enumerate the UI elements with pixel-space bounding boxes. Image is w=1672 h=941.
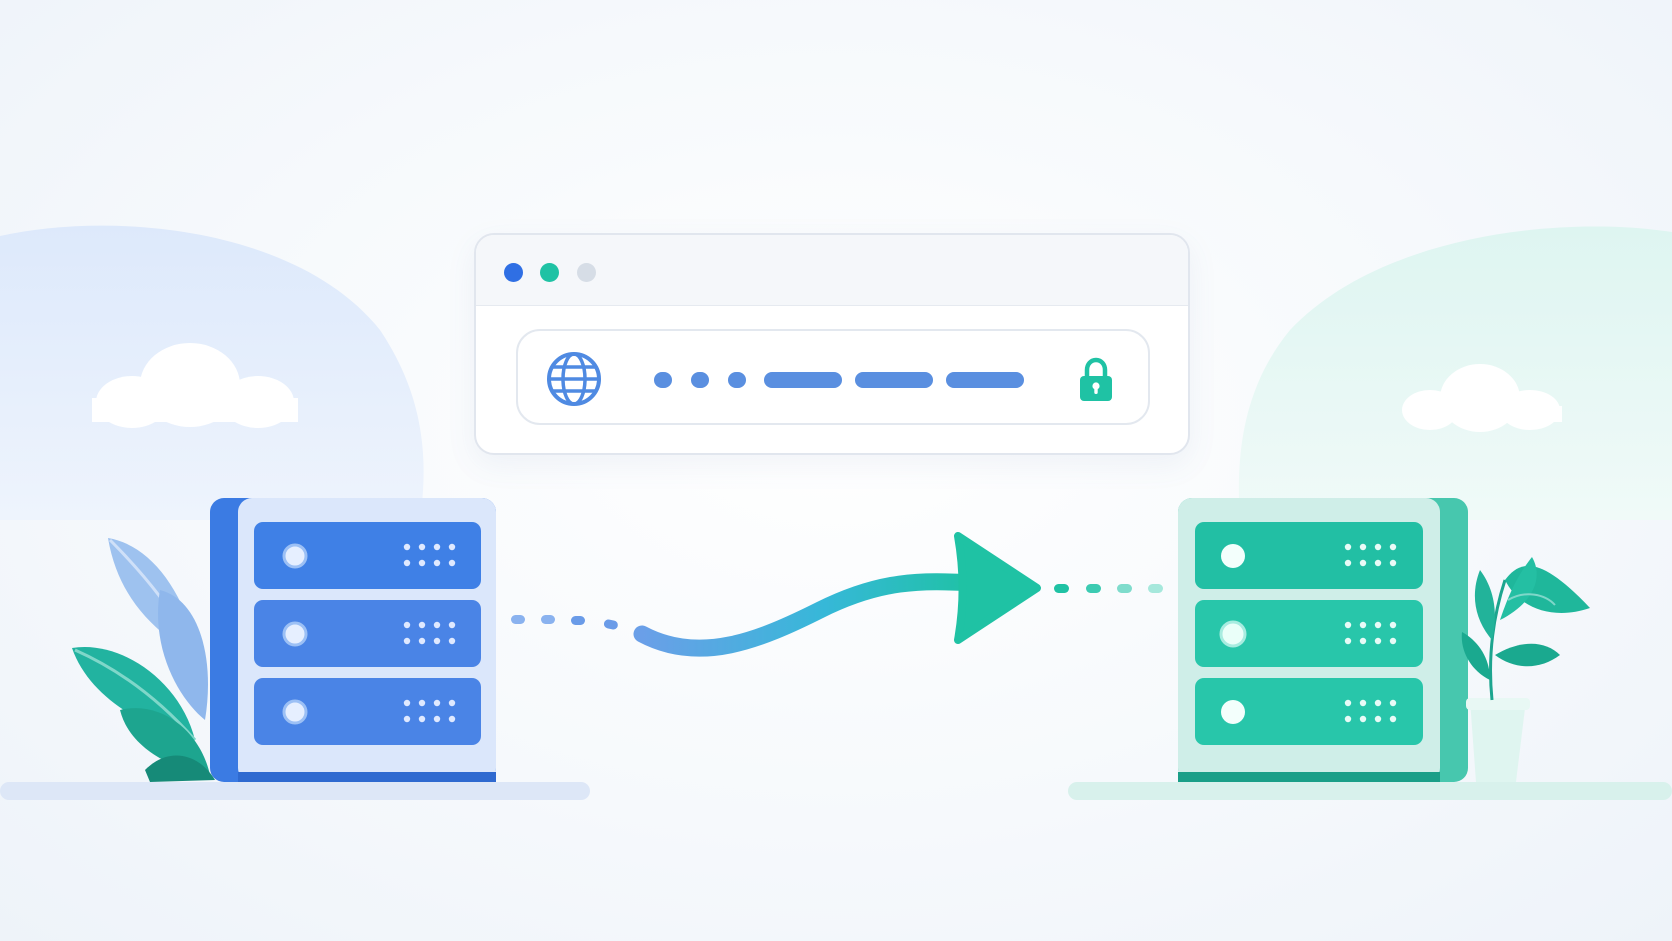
transfer-arrow (511, 532, 1163, 657)
window-dot-teal[interactable] (540, 263, 559, 282)
server-drive (1195, 678, 1423, 745)
window-dot-gray[interactable] (577, 263, 596, 282)
window-dot-blue[interactable] (504, 263, 523, 282)
cloud-icon (92, 343, 298, 428)
source-server (210, 498, 496, 782)
server-drive (254, 522, 481, 589)
cloud-icon (1402, 364, 1562, 432)
lock-icon (1080, 357, 1112, 401)
masked-url-segment (764, 372, 842, 388)
right-ground (1068, 782, 1672, 800)
globe-icon (547, 352, 601, 406)
left-ground (0, 782, 590, 800)
address-bar[interactable] (516, 329, 1150, 425)
server-drive (1195, 600, 1423, 667)
masked-url-dot (654, 372, 672, 388)
server-drive (254, 600, 481, 667)
masked-url-dot (728, 372, 746, 388)
browser-window (474, 233, 1190, 455)
server-drive (1195, 522, 1423, 589)
masked-url-dot (691, 372, 709, 388)
leaf-plant-left (72, 538, 215, 782)
masked-url-segment (855, 372, 933, 388)
server-drive (254, 678, 481, 745)
masked-url-segment (946, 372, 1024, 388)
potted-plant-right (1461, 557, 1590, 782)
target-server (1178, 498, 1468, 782)
browser-title-bar (476, 235, 1188, 306)
